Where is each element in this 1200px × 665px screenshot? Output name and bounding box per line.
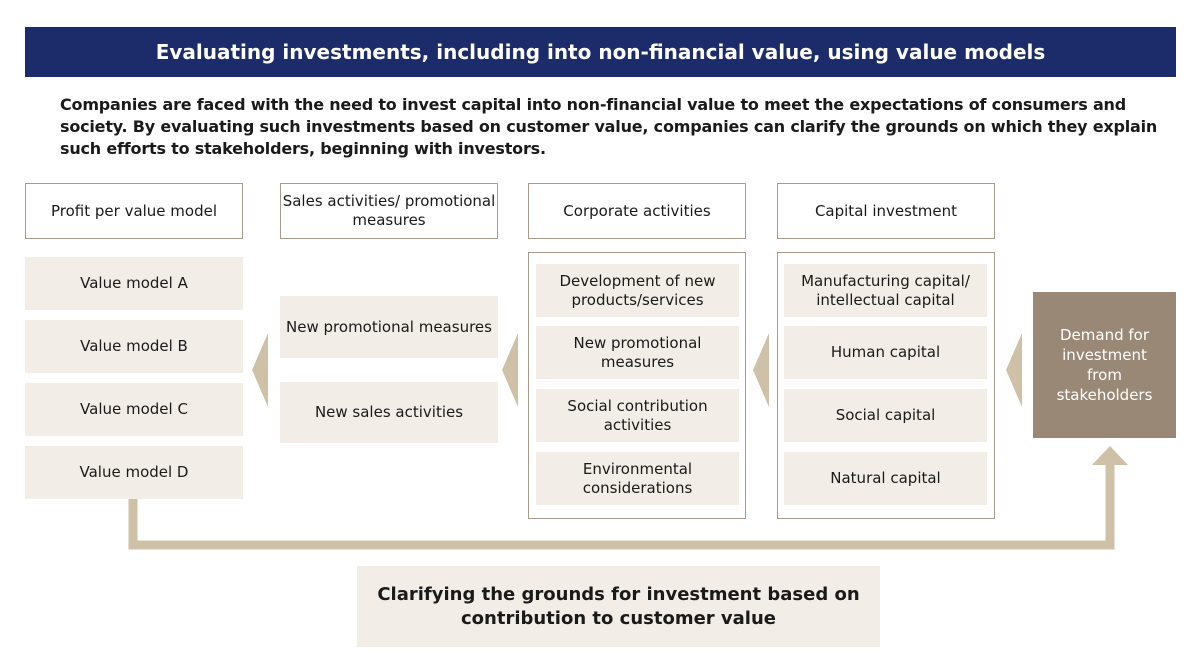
stakeholder-demand-box: Demand for investment from stakeholders bbox=[1033, 292, 1176, 438]
corporate-activities-frame bbox=[528, 252, 746, 519]
capital-item: Social capital bbox=[784, 389, 987, 442]
arrow-left-icon bbox=[252, 333, 268, 407]
column-header-capital: Capital investment bbox=[777, 183, 995, 239]
column-header-corporate: Corporate activities bbox=[528, 183, 746, 239]
sales-item: New sales activities bbox=[280, 382, 498, 443]
corporate-item: New promotional measures bbox=[536, 326, 739, 379]
value-model-item: Value model D bbox=[25, 446, 243, 499]
capital-investment-frame bbox=[777, 252, 995, 519]
capital-item: Manufacturing capital/ intellectual capi… bbox=[784, 264, 987, 317]
column-header-profit: Profit per value model bbox=[25, 183, 243, 239]
conclusion-label: Clarifying the grounds for investment ba… bbox=[377, 583, 860, 629]
arrow-up-icon bbox=[1092, 446, 1128, 465]
corporate-item: Environmental considerations bbox=[536, 452, 739, 505]
stakeholder-demand-label: Demand for investment from stakeholders bbox=[1056, 326, 1153, 404]
arrow-left-icon bbox=[1006, 333, 1022, 407]
capital-item: Natural capital bbox=[784, 452, 987, 505]
sales-item: New promotional measures bbox=[280, 296, 498, 358]
page-title: Evaluating investments, including into n… bbox=[25, 27, 1176, 77]
intro-text: Companies are faced with the need to inv… bbox=[60, 95, 1158, 158]
value-model-item: Value model C bbox=[25, 383, 243, 436]
corporate-item: Development of new products/services bbox=[536, 264, 739, 317]
arrow-left-icon bbox=[753, 333, 769, 407]
value-model-item: Value model A bbox=[25, 257, 243, 310]
arrow-left-icon bbox=[502, 333, 518, 407]
feedback-connector bbox=[128, 462, 1115, 550]
column-header-sales: Sales activities/ promotional measures bbox=[280, 183, 498, 239]
conclusion-box: Clarifying the grounds for investment ba… bbox=[357, 566, 880, 647]
corporate-item: Social contribution activities bbox=[536, 389, 739, 442]
value-model-item: Value model B bbox=[25, 320, 243, 373]
capital-item: Human capital bbox=[784, 326, 987, 379]
